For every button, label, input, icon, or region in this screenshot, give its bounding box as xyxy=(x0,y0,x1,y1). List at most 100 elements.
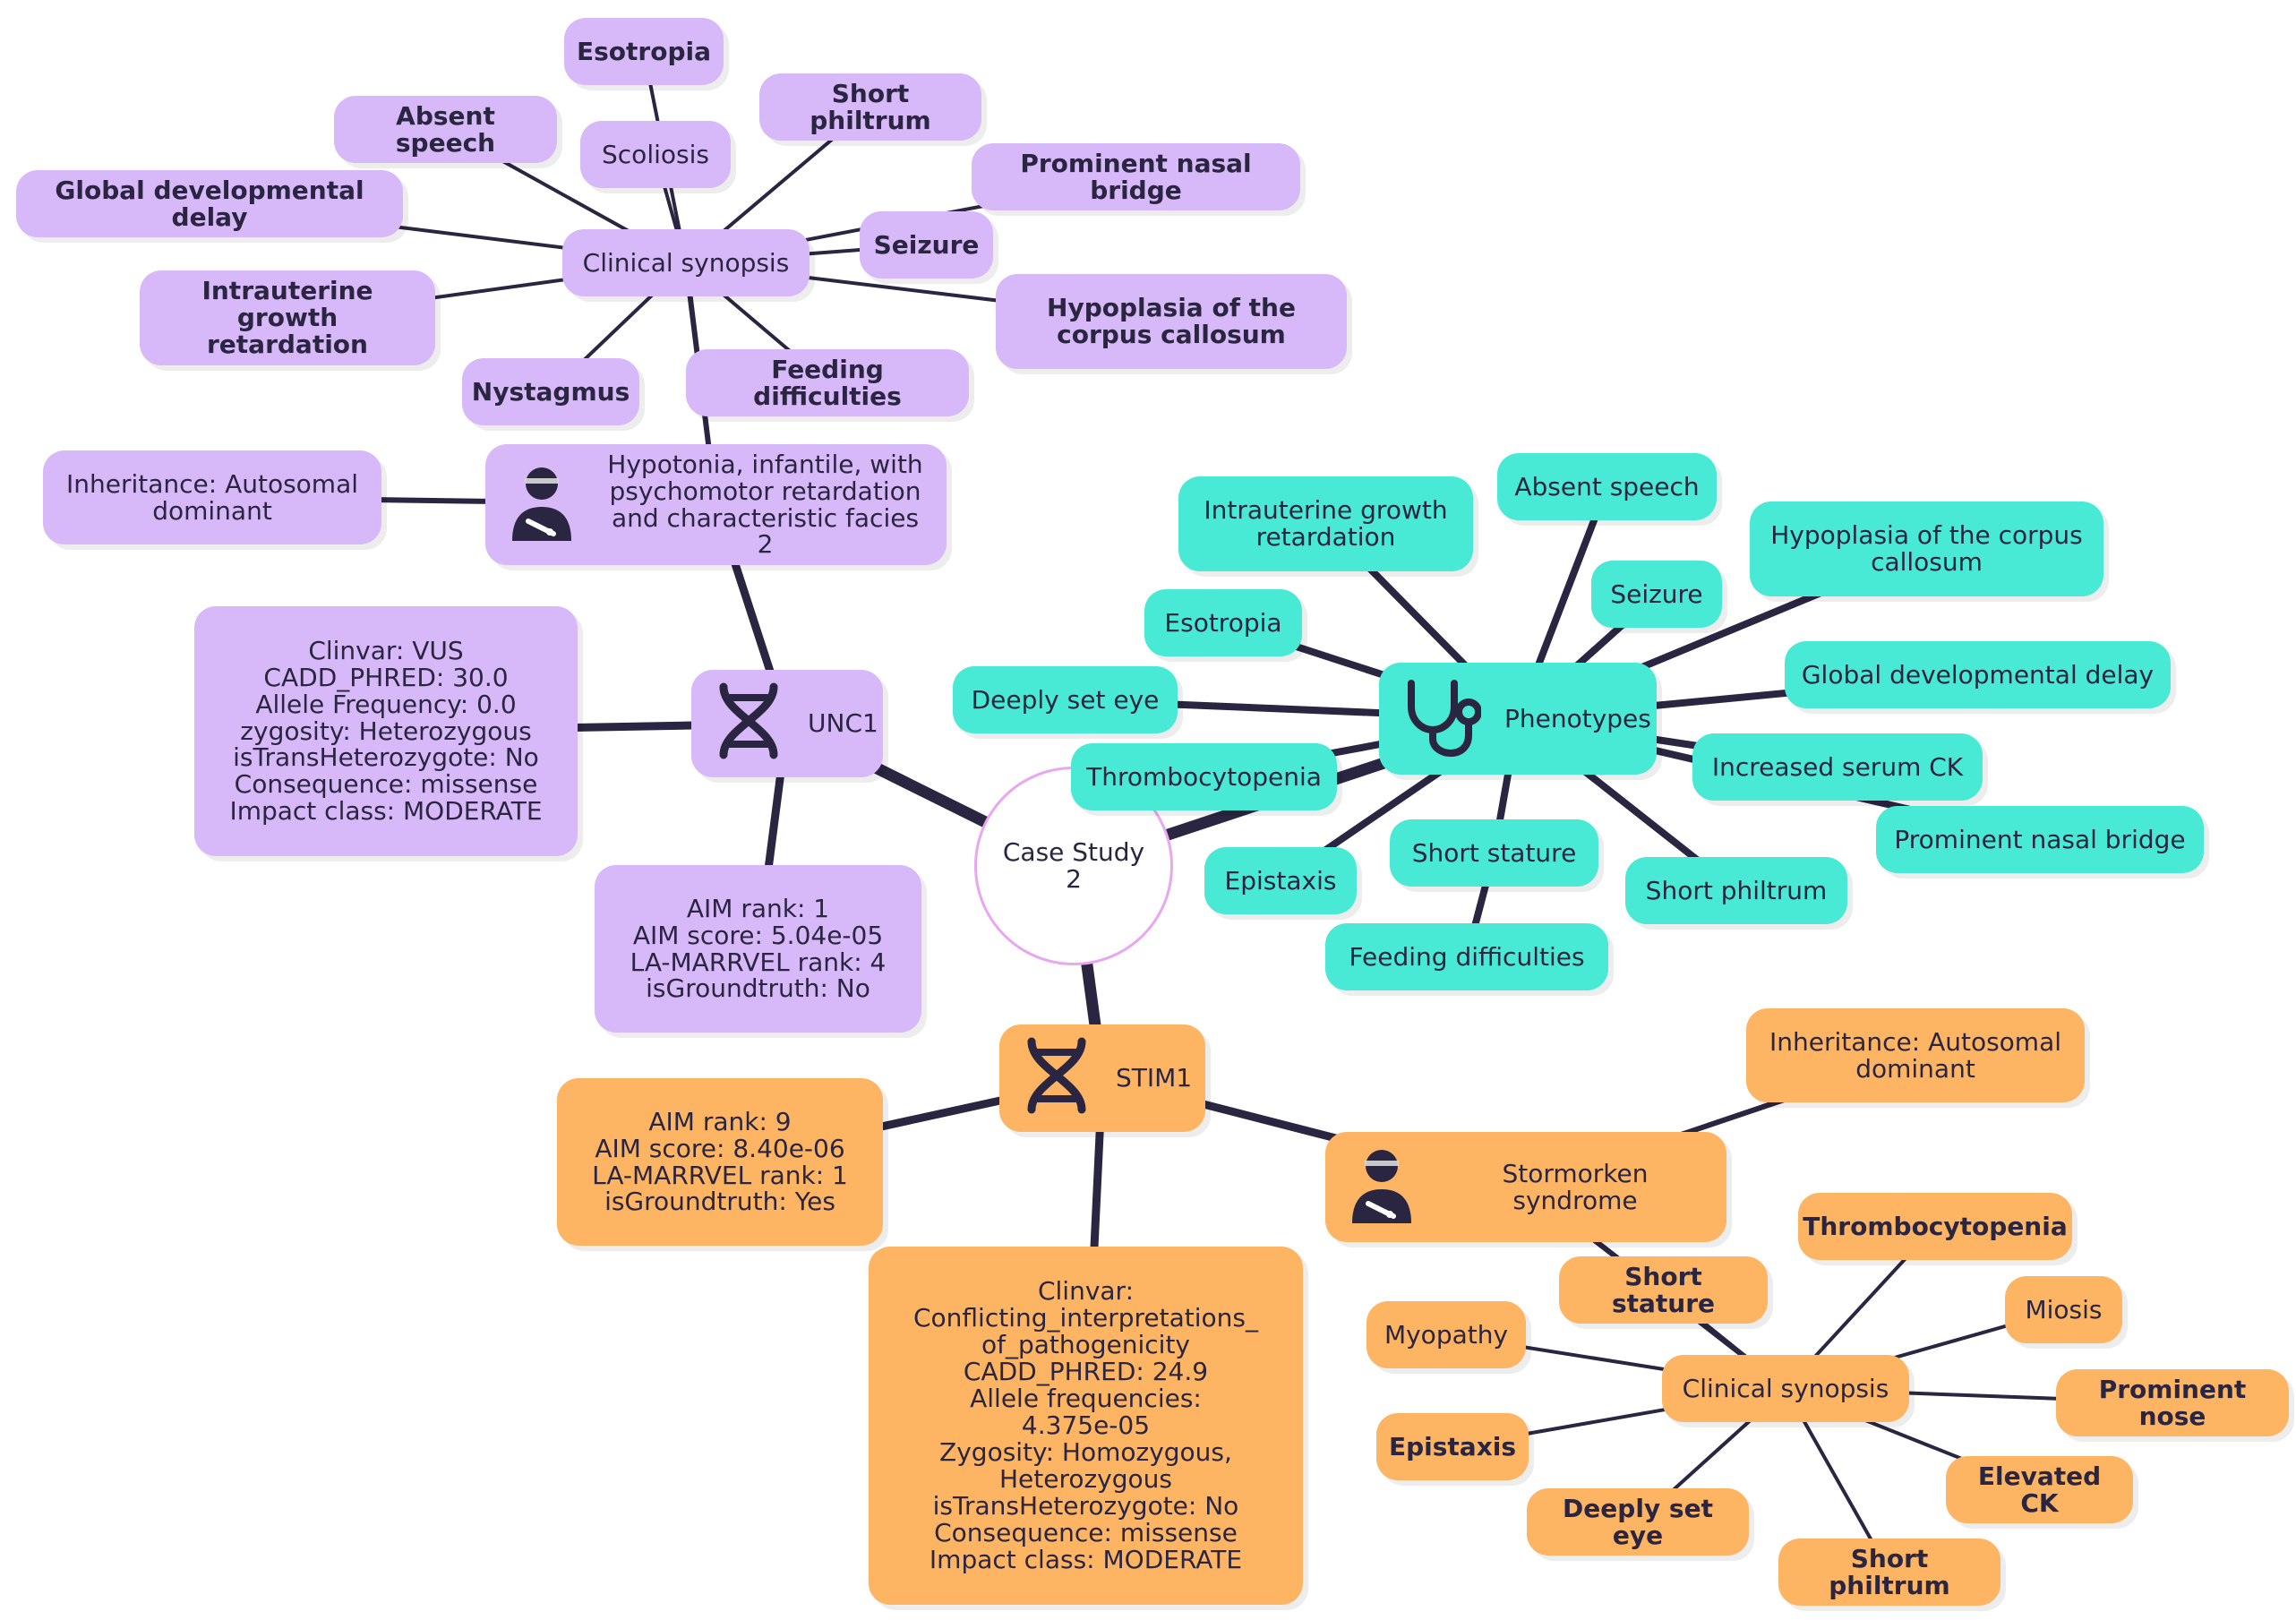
node-stim1-rank[interactable]: AIM rank: 9 AIM score: 8.40e-06 LA-MARRV… xyxy=(557,1078,883,1246)
node-p-absent-speech[interactable]: Absent speech xyxy=(334,96,557,163)
node-o-short-stature[interactable]: Short stature xyxy=(1559,1256,1768,1324)
node-label: Prominent nose xyxy=(2098,1374,2247,1431)
node-label: AIM rank: 1 AIM score: 5.04e-05 LA-MARRV… xyxy=(630,893,887,1004)
node-t-feeding[interactable]: Feeding difficulties xyxy=(1325,923,1608,990)
node-unc1-variant[interactable]: Clinvar: VUS CADD_PHRED: 30.0 Allele Fre… xyxy=(194,606,578,856)
node-label: Scoliosis xyxy=(602,139,709,169)
node-label: Feeding difficulties xyxy=(753,354,902,411)
node-label: Deeply set eye xyxy=(1563,1493,1713,1550)
node-label: Seizure xyxy=(1610,579,1703,609)
node-t-increased-ck[interactable]: Increased serum CK xyxy=(1692,733,1983,801)
node-o-thrombocytopenia[interactable]: Thrombocytopenia xyxy=(1798,1193,2072,1260)
node-label: Myopathy xyxy=(1384,1319,1509,1350)
node-p-seizure[interactable]: Seizure xyxy=(860,211,993,279)
node-t-iugr[interactable]: Intrauterine growth retardation xyxy=(1178,476,1473,571)
node-o-epistaxis[interactable]: Epistaxis xyxy=(1376,1413,1529,1480)
patient-icon xyxy=(1347,1144,1417,1230)
node-stim1[interactable]: STIM1 xyxy=(999,1024,1205,1132)
node-unc1-rank[interactable]: AIM rank: 1 AIM score: 5.04e-05 LA-MARRV… xyxy=(595,865,921,1033)
node-label: Clinvar: VUS CADD_PHRED: 30.0 Allele Fre… xyxy=(229,635,543,827)
node-t-prominent-nasal[interactable]: Prominent nasal bridge xyxy=(1876,806,2204,873)
node-label: Nystagmus xyxy=(471,376,630,407)
node-label: Epistaxis xyxy=(1388,1431,1517,1461)
node-t-deeply-set-eye[interactable]: Deeply set eye xyxy=(953,666,1178,733)
node-unc1-disease[interactable]: Hypotonia, infantile, with psychomotor r… xyxy=(485,444,947,565)
node-t-hypoplasia[interactable]: Hypoplasia of the corpus callosum xyxy=(1750,501,2103,596)
node-o-deeply-set-eye[interactable]: Deeply set eye xyxy=(1527,1488,1749,1556)
node-p-esotropia[interactable]: Esotropia xyxy=(564,18,724,85)
node-label: Seizure xyxy=(873,229,980,260)
node-label: Hypoplasia of the corpus callosum xyxy=(1047,293,1296,349)
node-label: Short philtrum xyxy=(1645,875,1828,905)
node-p-scoliosis[interactable]: Scoliosis xyxy=(580,121,731,188)
node-p-nystagmus[interactable]: Nystagmus xyxy=(462,358,639,425)
dna-icon xyxy=(713,681,784,766)
node-stim1-variant[interactable]: Clinvar: Conflicting_interpretations_ of… xyxy=(869,1247,1303,1605)
node-label: Global developmental delay xyxy=(1801,659,2155,690)
node-p-short-philtrum[interactable]: Short philtrum xyxy=(759,73,981,141)
node-label: Inheritance: Autosomal dominant xyxy=(1769,1026,2062,1084)
node-stim1-synopsis[interactable]: Clinical synopsis xyxy=(1662,1355,1909,1422)
node-unc1-inheritance[interactable]: Inheritance: Autosomal dominant xyxy=(43,450,381,544)
node-label: Stormorken syndrome xyxy=(1502,1158,1649,1215)
node-p-feeding[interactable]: Feeding difficulties xyxy=(686,349,969,416)
node-label: Short philtrum xyxy=(1829,1543,1950,1600)
node-t-short-stature[interactable]: Short stature xyxy=(1390,819,1598,887)
node-t-global-delay[interactable]: Global developmental delay xyxy=(1785,641,2171,708)
node-label: Clinical synopsis xyxy=(1682,1373,1889,1403)
node-label: Miosis xyxy=(2025,1294,2103,1324)
node-label: Short stature xyxy=(1411,837,1577,868)
node-o-prominent-nose[interactable]: Prominent nose xyxy=(2056,1369,2289,1436)
node-unc1[interactable]: UNC1 xyxy=(691,670,883,777)
node-label: Absent speech xyxy=(395,100,496,158)
patient-icon xyxy=(507,462,577,548)
node-label: Deeply set eye xyxy=(971,684,1160,715)
node-stim1-inheritance[interactable]: Inheritance: Autosomal dominant xyxy=(1746,1008,2085,1102)
node-label: Esotropia xyxy=(577,36,711,66)
node-t-epistaxis[interactable]: Epistaxis xyxy=(1204,847,1357,914)
node-label: Absent speech xyxy=(1514,471,1700,501)
node-label: Elevated CK xyxy=(1977,1461,2102,1518)
node-label: Epistaxis xyxy=(1224,865,1337,896)
node-t-seizure[interactable]: Seizure xyxy=(1591,561,1722,628)
node-label: Thrombocytopenia xyxy=(1086,761,1322,792)
node-label: Intrauterine growth retardation xyxy=(201,276,373,359)
node-t-short-philtrum[interactable]: Short philtrum xyxy=(1625,857,1847,924)
node-label: Feeding difficulties xyxy=(1349,941,1585,972)
node-label: Phenotypes xyxy=(1504,703,1651,733)
node-t-esotropia[interactable]: Esotropia xyxy=(1144,589,1302,656)
node-label: Inheritance: Autosomal dominant xyxy=(65,468,359,526)
node-t-thrombocytopenia[interactable]: Thrombocytopenia xyxy=(1071,743,1337,810)
node-stim1-disease[interactable]: Stormorken syndrome xyxy=(1325,1132,1726,1242)
node-label: Case Study 2 xyxy=(1002,837,1145,894)
node-label: Hypotonia, infantile, with psychomotor r… xyxy=(607,449,923,560)
node-label: Prominent nasal bridge xyxy=(1894,824,2186,854)
node-label: Increased serum CK xyxy=(1711,751,1964,782)
node-label: Hypoplasia of the corpus callosum xyxy=(1770,520,2083,577)
node-label: Global developmental delay xyxy=(55,175,364,232)
node-label: Prominent nasal bridge xyxy=(1020,148,1252,205)
node-unc1-synopsis[interactable]: Clinical synopsis xyxy=(562,229,810,296)
node-p-iugr[interactable]: Intrauterine growth retardation xyxy=(140,270,435,365)
node-label: Intrauterine growth retardation xyxy=(1204,495,1448,552)
node-o-elevated-ck[interactable]: Elevated CK xyxy=(1946,1456,2133,1523)
stethoscope-icon xyxy=(1401,676,1482,762)
node-label: Short stature xyxy=(1611,1261,1716,1318)
node-o-miosis[interactable]: Miosis xyxy=(2005,1276,2122,1343)
node-label: Esotropia xyxy=(1164,607,1282,638)
node-o-myopathy[interactable]: Myopathy xyxy=(1366,1301,1526,1368)
node-p-global-delay[interactable]: Global developmental delay xyxy=(16,170,403,237)
node-label: Thrombocytopenia xyxy=(1803,1211,2068,1241)
dna-icon xyxy=(1021,1036,1092,1120)
node-label: UNC1 xyxy=(808,708,878,739)
node-label: Short philtrum xyxy=(810,78,931,135)
node-label: STIM1 xyxy=(1116,1063,1193,1093)
node-p-hypoplasia[interactable]: Hypoplasia of the corpus callosum xyxy=(996,274,1347,369)
node-label: Clinvar: Conflicting_interpretations_ of… xyxy=(912,1276,1258,1574)
node-t-absent-speech[interactable]: Absent speech xyxy=(1497,453,1717,520)
node-o-short-philtrum[interactable]: Short philtrum xyxy=(1778,1539,2000,1606)
node-phenotypes[interactable]: Phenotypes xyxy=(1379,663,1657,775)
node-label: Clinical synopsis xyxy=(582,247,790,278)
node-p-prominent-nasal[interactable]: Prominent nasal bridge xyxy=(972,143,1300,210)
